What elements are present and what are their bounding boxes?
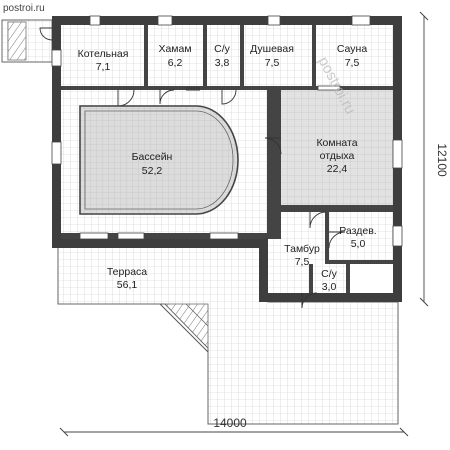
room-labels: Котельная 7,1 Хамам 6,2 С/у 3,8 Душевая …	[78, 43, 377, 293]
room-name-dressing: Раздев.	[339, 225, 376, 237]
room-name-terrace: Терраса	[107, 266, 147, 278]
room-area-dressing: 5,0	[351, 238, 366, 250]
site-name: postroi.ru	[3, 3, 45, 14]
dimension-width-label: 14000	[213, 416, 247, 430]
room-area-rest: 22,4	[327, 163, 348, 175]
entrance-porch	[1, 19, 53, 63]
room-area-pool: 52,2	[142, 165, 163, 177]
room-area-sauna: 7,5	[345, 57, 360, 69]
room-area-boiler: 7,1	[96, 61, 111, 73]
room-name-boiler: Котельная	[78, 48, 129, 60]
room-name-pool: Бассейн	[132, 151, 173, 163]
room-area-terrace: 56,1	[117, 279, 138, 291]
room-name-shower: Душевая	[250, 43, 294, 55]
terrace-stairs	[164, 303, 209, 349]
room-area-shower: 7,5	[265, 57, 280, 69]
room-name-wc2: С/у	[321, 268, 338, 280]
room-name-sauna: Сауна	[337, 43, 367, 55]
room-area-hamam: 6,2	[168, 57, 183, 69]
room-name-hamam: Хамам	[158, 43, 191, 55]
dimension-width: 14000	[59, 416, 409, 437]
room-name-wc1: С/у	[214, 43, 231, 55]
room-name-vestibule: Тамбур	[284, 243, 320, 255]
room-area-wc1: 3,8	[215, 57, 230, 69]
room-area-vestibule: 7,5	[295, 256, 310, 268]
dimension-depth-label: 12100	[435, 143, 449, 177]
windows	[51, 15, 403, 247]
pool-basin	[79, 105, 239, 215]
room-area-wc2: 3,0	[322, 281, 337, 293]
interior-walls	[61, 25, 393, 293]
dimension-depth: 12100	[419, 11, 449, 307]
